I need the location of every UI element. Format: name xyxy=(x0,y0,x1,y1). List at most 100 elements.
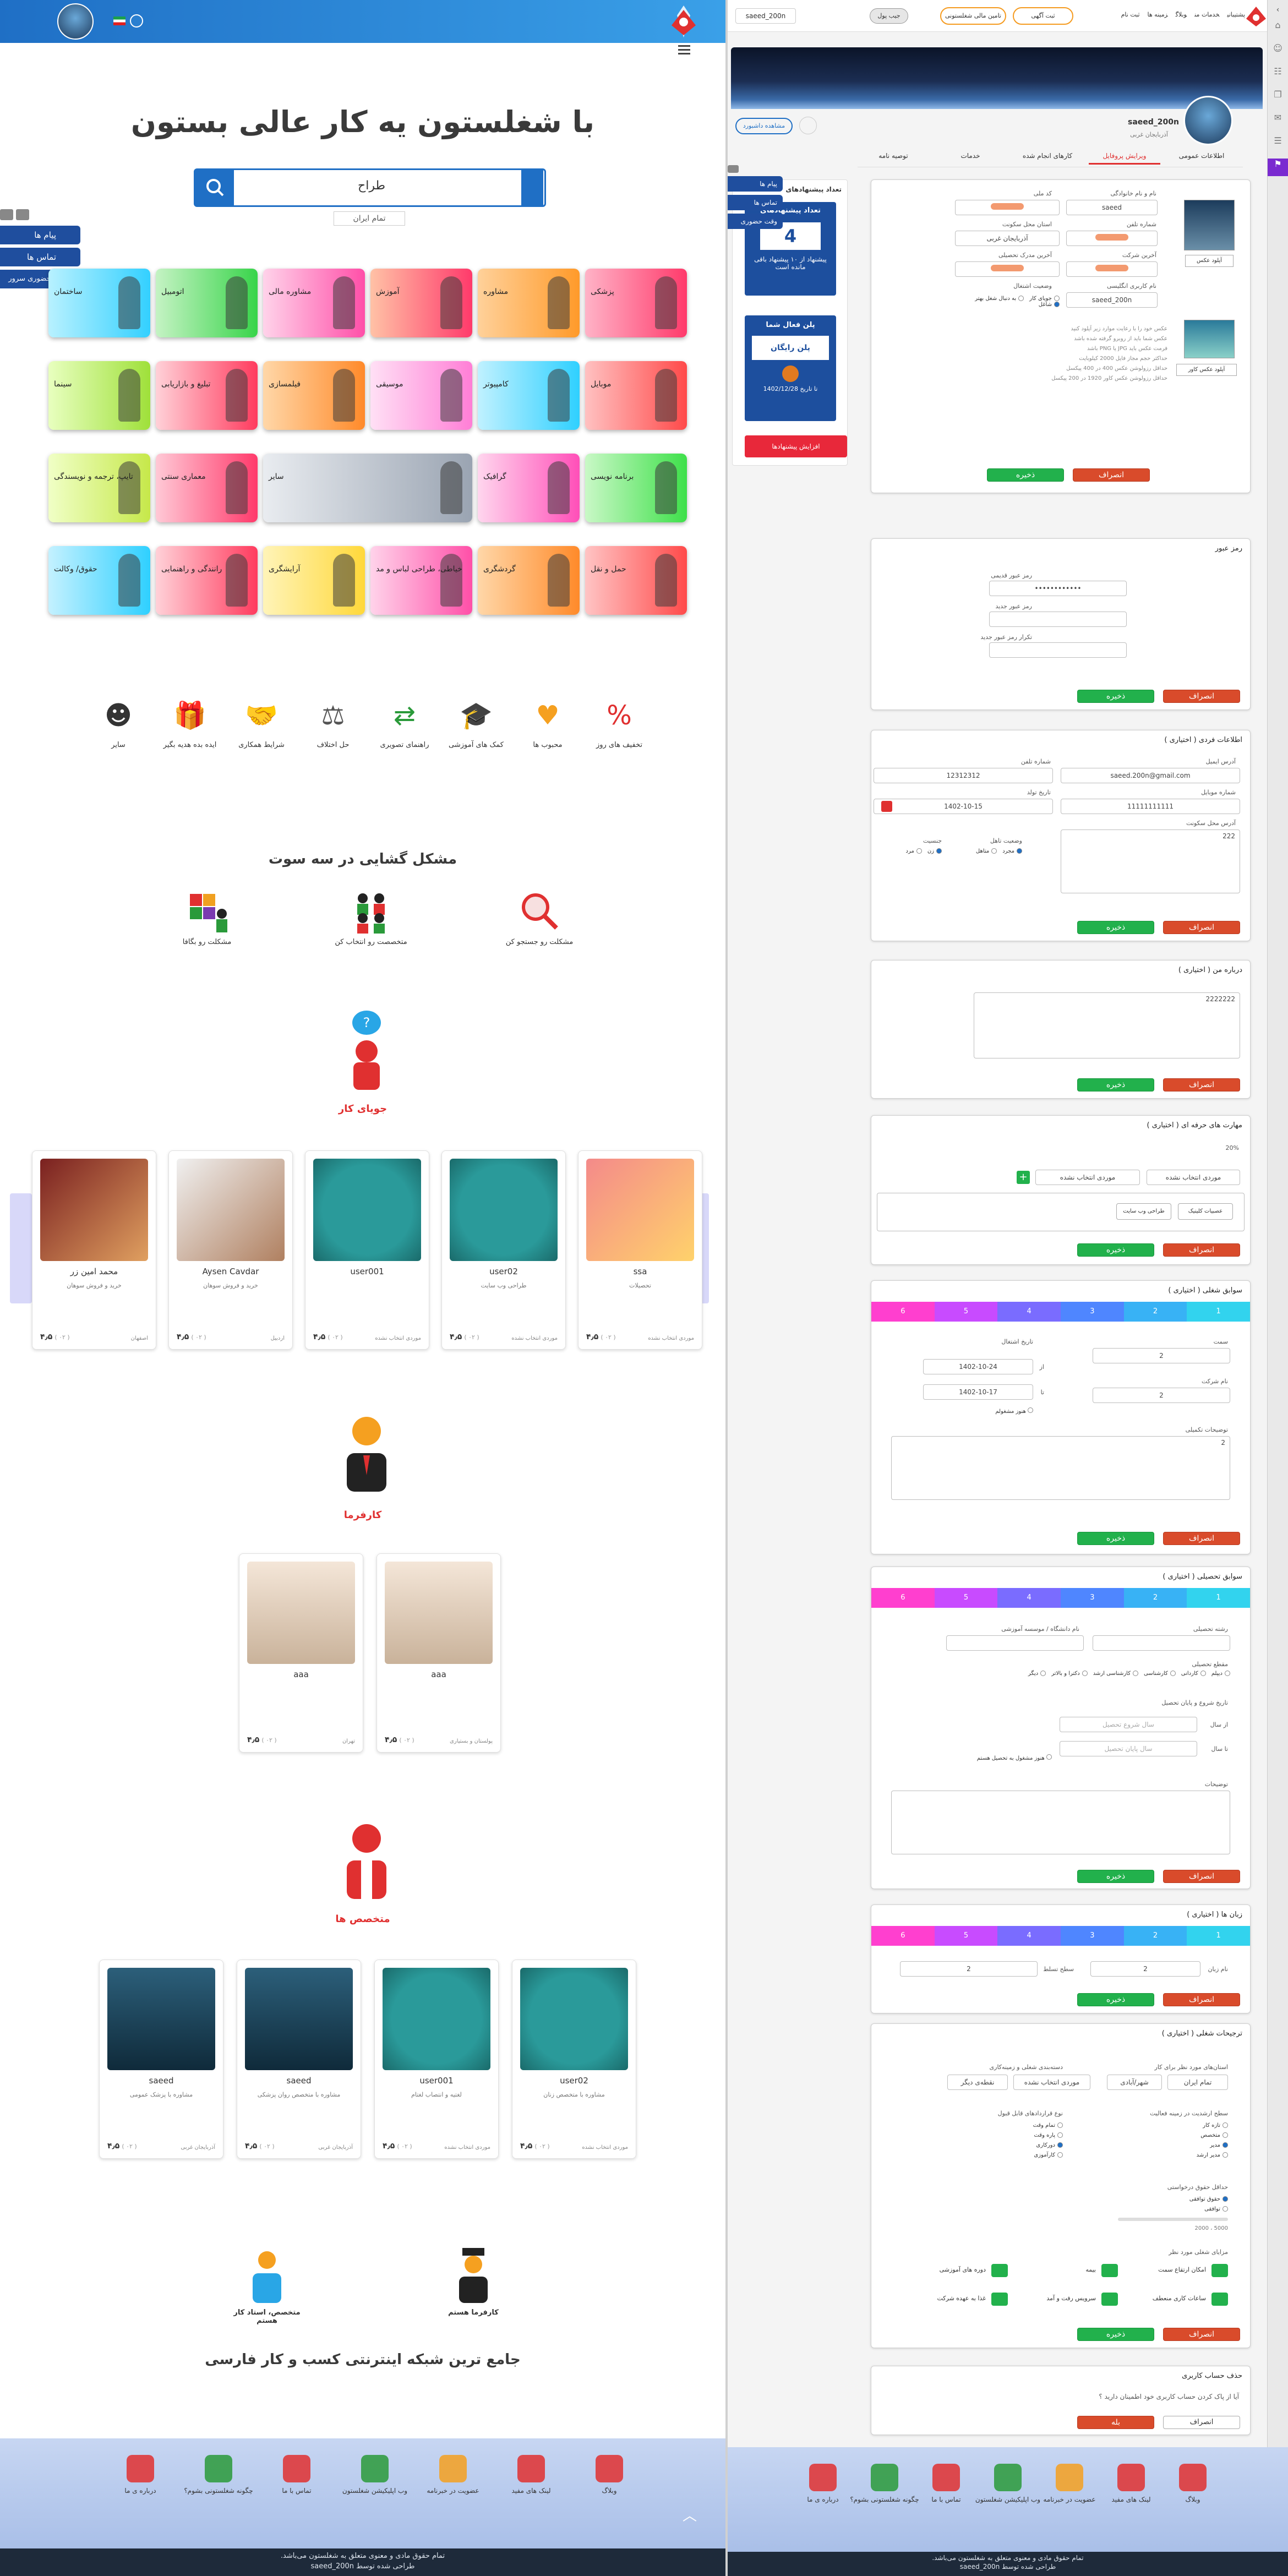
salary-slider[interactable] xyxy=(1118,2218,1228,2221)
password-cancel-button[interactable]: انصراف xyxy=(1163,690,1240,703)
top-link[interactable]: زمینه ها xyxy=(1147,11,1168,18)
category-tile[interactable]: حقوق/ وکالت xyxy=(48,546,150,615)
education-level-field[interactable] xyxy=(955,261,1060,277)
feature-item[interactable]: ☻سایر xyxy=(83,694,154,749)
step-segment[interactable]: 6 xyxy=(871,1588,935,1608)
upload-cover-button[interactable]: آپلود عکس کاور xyxy=(1176,364,1237,376)
float-arrows[interactable] xyxy=(0,209,31,220)
edu-desc-field[interactable] xyxy=(891,1791,1230,1854)
option-item[interactable]: به دنبال شغل بهتر xyxy=(975,296,1024,302)
work-save-button[interactable]: ذخیره xyxy=(1077,1532,1154,1545)
profile-tab[interactable]: کارهای انجام شده xyxy=(1022,152,1073,160)
rail-arrow-icon[interactable]: ‹ xyxy=(1276,6,1280,14)
work-company-field[interactable]: 2 xyxy=(1093,1388,1230,1403)
option-item[interactable]: دورکاری xyxy=(953,2141,1063,2151)
option-item[interactable]: مدیر ارشد xyxy=(1118,2151,1228,2160)
category-tile[interactable]: آرایشگری xyxy=(263,546,365,615)
option-item[interactable]: کارشناسی xyxy=(1144,1671,1176,1677)
mobile-field[interactable]: 11111111111 xyxy=(1061,799,1240,814)
step-segment[interactable]: 2 xyxy=(1123,1926,1187,1946)
language-flag-icon[interactable] xyxy=(113,17,125,25)
profile-designer-user[interactable]: saeed_200n xyxy=(959,2563,1000,2570)
step-segment[interactable]: 5 xyxy=(934,1302,998,1322)
option-item[interactable]: مجرد xyxy=(1002,848,1022,854)
profile-float-calls[interactable]: تماس ها xyxy=(728,195,783,210)
option-item[interactable]: پاره وقت xyxy=(953,2131,1063,2141)
languages-cancel-button[interactable]: انصراف xyxy=(1163,1993,1240,2006)
buy-suggestions-button[interactable]: افزایش پیشنهادها xyxy=(745,435,847,457)
benefit-item[interactable]: سرویس رفت و آمد xyxy=(1013,2288,1118,2310)
profile-tab[interactable]: توصیه نامه xyxy=(878,152,908,160)
category-tile[interactable]: کامپیوتر xyxy=(478,361,580,430)
pref-city-select[interactable]: شهر/آبادی xyxy=(1107,2075,1162,2090)
field-of-study-field[interactable] xyxy=(1093,1635,1230,1651)
step-segment[interactable]: 3 xyxy=(1061,1302,1124,1322)
skills-cancel-button[interactable]: انصراف xyxy=(1163,1243,1240,1257)
category-tile[interactable]: موسیقی xyxy=(370,361,472,430)
step-segment[interactable]: 1 xyxy=(1187,1302,1251,1322)
pref-province-select[interactable]: تمام ایران xyxy=(1167,2075,1228,2090)
option-item[interactable]: جویای کار xyxy=(1029,296,1060,302)
profile-float-appointments[interactable]: وقت حضوری xyxy=(728,214,783,229)
work-cancel-button[interactable]: انصراف xyxy=(1163,1532,1240,1545)
category-tile[interactable]: ساختمان xyxy=(48,269,150,337)
step-segment[interactable]: 1 xyxy=(1187,1926,1251,1946)
category-tile[interactable]: آموزش xyxy=(370,269,472,337)
footer-item[interactable]: چگونه شغلستونی بشوم؟ xyxy=(177,2455,260,2495)
step-segment[interactable]: 4 xyxy=(997,1588,1061,1608)
profile-tab[interactable]: خدمات xyxy=(960,152,980,160)
edu-to-field[interactable]: سال پایان تحصیل xyxy=(1060,1741,1197,1756)
general-save-button[interactable]: ذخیره xyxy=(987,468,1064,482)
benefit-item[interactable]: دوره های آموزشی xyxy=(903,2260,1008,2282)
top-link[interactable]: پشتیبانی xyxy=(1227,11,1245,18)
delete-confirm-button[interactable]: بله xyxy=(1077,2416,1154,2429)
old-password-field[interactable]: •••••••••••• xyxy=(989,581,1127,596)
birth-date-field[interactable]: 1402-10-15 xyxy=(874,799,1053,814)
profile-float-arrow[interactable] xyxy=(728,165,739,173)
benefit-item[interactable]: امکان ارتقاع سمت xyxy=(1123,2260,1228,2282)
feature-item[interactable]: 🎓کمک های آموزشی xyxy=(440,694,512,749)
skills-select-1[interactable]: موردی انتخاب نشده xyxy=(1147,1170,1240,1185)
phone-field[interactable] xyxy=(1066,231,1158,246)
add-skill-button[interactable]: + xyxy=(1017,1171,1030,1184)
feature-item[interactable]: ♥محبوب ها xyxy=(512,694,583,749)
dashboard-button[interactable]: مشاهده داشبورد xyxy=(735,118,793,134)
rail-home-icon[interactable]: ⌂ xyxy=(1275,20,1281,30)
rail-user-icon[interactable]: ☺ xyxy=(1273,43,1282,53)
step-segment[interactable]: 2 xyxy=(1123,1302,1187,1322)
profile-tab[interactable]: ویرایش پروفایل xyxy=(1089,152,1160,165)
education-cancel-button[interactable]: انصراف xyxy=(1163,1870,1240,1883)
skill-chip[interactable]: طراحی وب سایت xyxy=(1116,1203,1171,1220)
avatar[interactable] xyxy=(57,3,94,40)
skills-select-2[interactable]: موردی انتخاب نشده xyxy=(1035,1170,1140,1185)
category-tile[interactable]: برنامه نویسی xyxy=(585,454,687,522)
role-expert[interactable]: متخصص، استاد کار هستم xyxy=(231,2246,303,2325)
option-item[interactable]: حقوق توافقی xyxy=(1118,2195,1228,2204)
edu-from-field[interactable]: سال شروع تحصیل xyxy=(1060,1717,1197,1732)
category-tile[interactable]: تبلیغ و بازاریابی xyxy=(156,361,258,430)
general-cancel-button[interactable]: انصراف xyxy=(1073,468,1150,482)
option-item[interactable]: تازه کار xyxy=(1118,2121,1228,2131)
step-segment[interactable]: 6 xyxy=(871,1302,935,1322)
option-item[interactable]: مرد xyxy=(905,848,922,854)
languages-save-button[interactable]: ذخیره xyxy=(1077,1993,1154,2006)
preferences-cancel-button[interactable]: انصراف xyxy=(1163,2328,1240,2341)
top-link[interactable]: خدمات من xyxy=(1194,11,1220,18)
option-item[interactable]: دیپلم xyxy=(1211,1671,1230,1677)
globe-icon[interactable] xyxy=(130,14,143,28)
province-select[interactable]: آذربایجان غربی xyxy=(955,231,1060,246)
university-field[interactable] xyxy=(946,1635,1084,1651)
option-item[interactable]: کاردانی xyxy=(1181,1671,1206,1677)
feature-item[interactable]: 🤝شرایط همکاری xyxy=(226,694,297,749)
about-save-button[interactable]: ذخیره xyxy=(1077,1078,1154,1091)
role-employer[interactable]: کارفرما هستم xyxy=(440,2246,506,2317)
footer-item[interactable]: لینک های مفید xyxy=(490,2455,572,2495)
search-input[interactable]: طراح xyxy=(358,179,385,193)
option-item[interactable]: کارآموزی xyxy=(953,2151,1063,2160)
